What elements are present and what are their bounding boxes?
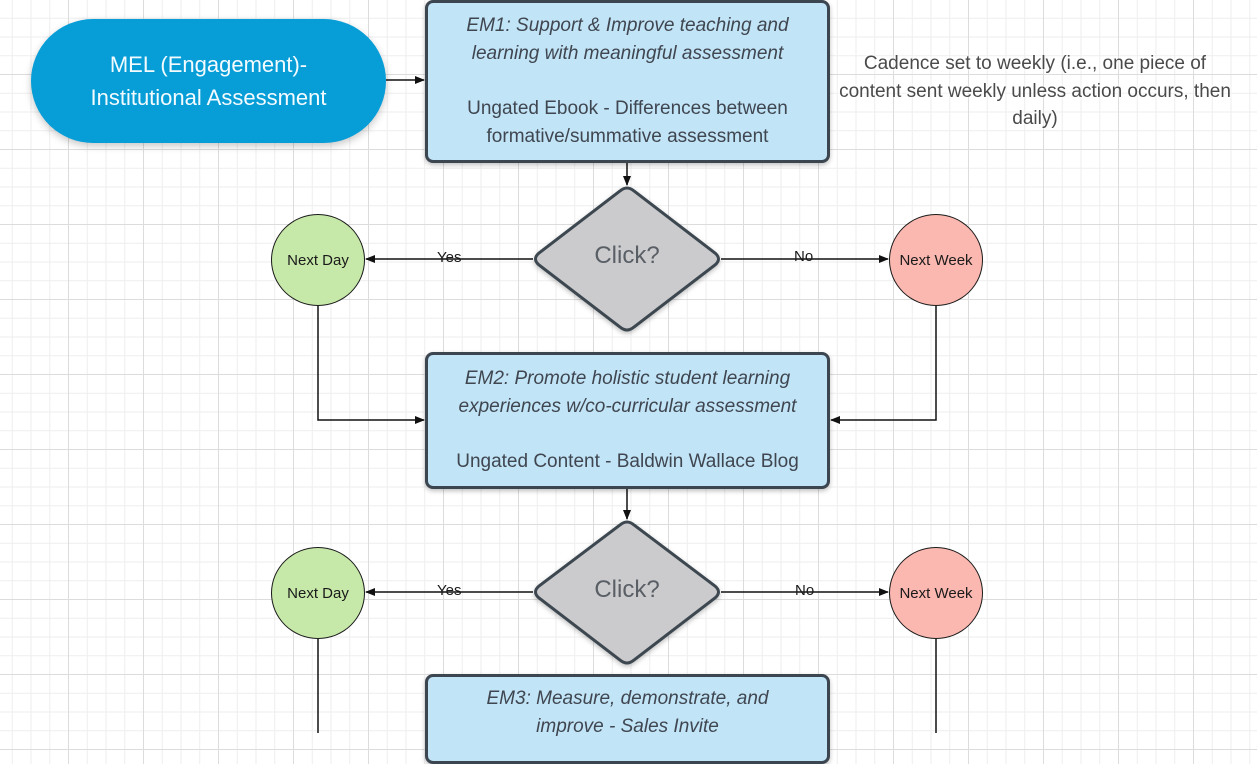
em1-title-line1: EM1: Support & Improve teaching and bbox=[466, 15, 789, 36]
cadence-note: Cadence set to weekly (i.e., one piece o… bbox=[835, 50, 1235, 133]
decision-diamond-1[interactable] bbox=[534, 186, 720, 332]
next-day-1-label: Next Day bbox=[287, 251, 349, 269]
em3-title-line2: improve - Sales Invite bbox=[536, 716, 719, 737]
connector-layer bbox=[317, 76, 937, 733]
next-week-node-2[interactable]: Next Week bbox=[889, 547, 983, 639]
em3-title-line1: EM3: Measure, demonstrate, and bbox=[486, 688, 769, 709]
start-node[interactable]: MEL (Engagement)- Institutional Assessme… bbox=[31, 19, 386, 143]
em2-title-line1: EM2: Promote holistic student learning bbox=[464, 368, 791, 389]
cadence-note-text: Cadence set to weekly (i.e., one piece o… bbox=[839, 53, 1231, 129]
start-label-line1: MEL (Engagement)- bbox=[109, 52, 308, 77]
process-em3[interactable]: EM3: Measure, demonstrate, and improve -… bbox=[425, 674, 830, 764]
decision1-yes-label: Yes bbox=[437, 249, 462, 266]
process-em2[interactable]: EM2: Promote holistic student learning e… bbox=[425, 352, 830, 489]
decision-diamond-2[interactable] bbox=[534, 520, 720, 665]
next-week-node-1[interactable]: Next Week bbox=[889, 214, 983, 306]
process-em1[interactable]: EM1: Support & Improve teaching and lear… bbox=[425, 0, 830, 163]
next-day-node-2[interactable]: Next Day bbox=[271, 547, 365, 639]
decision2-no-label: No bbox=[795, 582, 815, 599]
em1-title-line2: learning with meaningful assessment bbox=[471, 43, 784, 64]
next-day-node-1[interactable]: Next Day bbox=[271, 214, 365, 306]
em1-content-line2: formative/summative assessment bbox=[486, 126, 769, 147]
connector-nextday1-em2 bbox=[317, 306, 425, 424]
decision1-no-label: No bbox=[794, 248, 814, 265]
next-week-1-label: Next Week bbox=[899, 251, 973, 269]
start-label-line2: Institutional Assessment bbox=[90, 85, 327, 110]
connector-nextweek1-em2 bbox=[830, 306, 937, 424]
em2-title-line2: experiences w/co-curricular assessment bbox=[458, 396, 797, 417]
decision1-label: Click? bbox=[594, 242, 660, 269]
decision2-label: Click? bbox=[594, 576, 660, 603]
next-day-2-label: Next Day bbox=[287, 584, 349, 602]
em2-content-line1: Ungated Content - Baldwin Wallace Blog bbox=[456, 451, 799, 472]
next-week-2-label: Next Week bbox=[899, 584, 973, 602]
em1-content-line1: Ungated Ebook - Differences between bbox=[467, 98, 788, 119]
decision2-yes-label: Yes bbox=[437, 582, 462, 599]
